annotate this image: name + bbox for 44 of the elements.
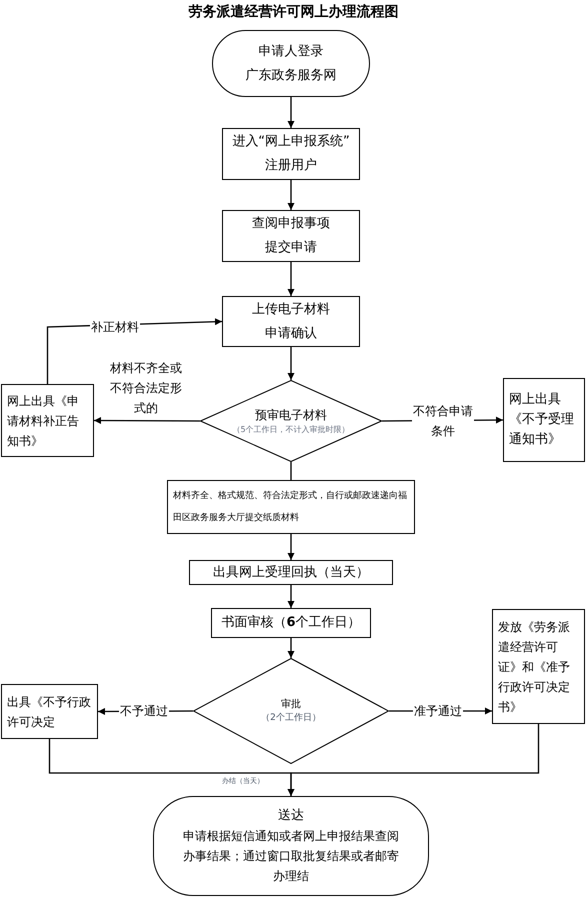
arrow [288,97,294,128]
process-box [222,128,360,180]
process-box [189,560,393,585]
process-box [1,384,94,457]
node-text: 出具网上受理回执（当天） [213,564,369,582]
arrow [288,347,294,380]
arrow [94,417,200,424]
diagram-title: 劳务派遣经营许可网上办理流程图 [188,2,400,22]
node-text: 出具《不予行政许可决定 [7,694,92,730]
node-text: 上传电子材料 [252,300,330,318]
process-box [167,480,415,534]
decision-diamond [193,658,389,764]
node-text: 预审电子材料 [255,407,327,424]
node-text: 发放《劳务派遣经营许可证》和《准予行政许可决定书》 [498,618,571,716]
node-text: 书面审核（6个工作日） [221,614,361,632]
process-box [492,609,585,724]
arrow [288,180,294,210]
node-text: （2个工作日） [261,712,321,725]
arrow [288,638,294,658]
node-text: 申请根据短信通知或者网上申报结果查阅办事结果；通过窗口取批复结果或者邮寄办理结 [182,828,400,885]
node-text: 审批 [281,698,301,712]
decision-diamond [200,380,382,462]
node-text: 提交申请 [265,239,317,257]
node-text: 材料齐全、格式规范、符合法定形式，自行或邮政速递向福田区政务服务大厅提交纸质材料 [173,490,408,525]
node-text: 网上出具《申请材料补正告知书》 [7,392,80,450]
node-text: 申请人登录 [258,42,324,60]
node-text: 注册用户 [265,157,317,175]
arrow [288,534,294,560]
node-text: 进入“网上申报系统” [232,133,350,151]
node-text: 送达 [278,807,304,826]
process-box [503,378,585,462]
terminal-shape [153,796,429,896]
node-text: 查阅申报事项 [252,215,330,233]
node-text: 网上出具《不予受理通知书》 [509,391,575,449]
process-box [211,608,371,638]
process-box [1,684,98,739]
arrow [288,585,294,608]
arrow [288,724,540,796]
arrow [288,262,294,296]
process-box [222,296,360,347]
process-box [222,210,360,262]
node-text: 申请确认 [265,324,317,342]
node-text: 广东政务服务网 [246,66,336,84]
node-text: （5个工作日，不计入审批时限） [232,424,350,436]
